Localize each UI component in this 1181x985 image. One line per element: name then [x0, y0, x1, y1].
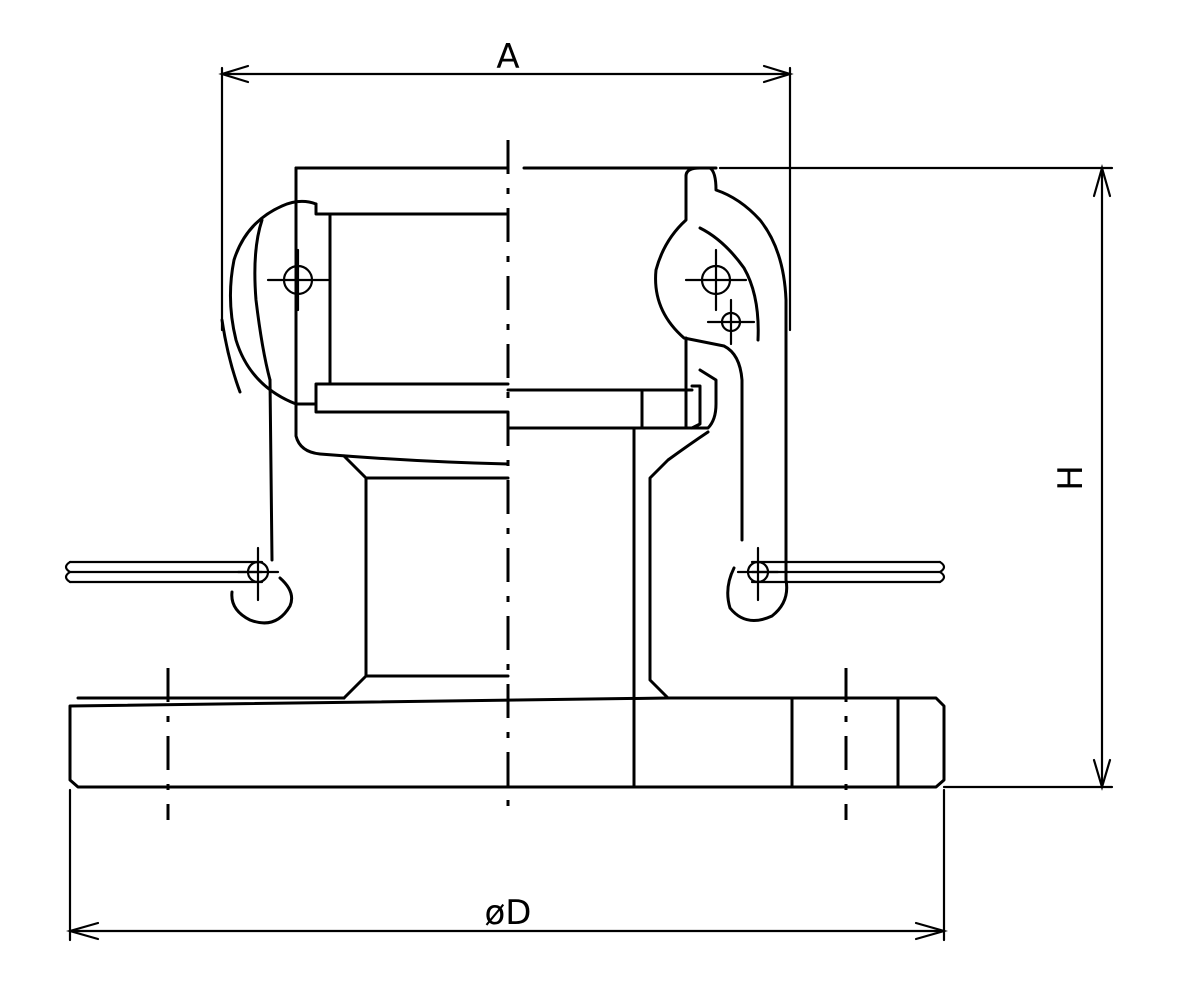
centerlines: [166, 140, 848, 820]
dimension-a-label: A: [496, 37, 519, 77]
flange: [68, 696, 946, 789]
dimension-h-label: H: [1051, 465, 1091, 491]
dimension-h: H: [718, 163, 1114, 791]
dimension-d: øD: [65, 788, 949, 942]
dimension-d-label: øD: [485, 893, 532, 933]
left-cam-arm: [64, 199, 330, 625]
dimension-a: A: [218, 37, 794, 332]
coupler-body: [294, 166, 718, 789]
right-cam-arm: [654, 166, 946, 622]
